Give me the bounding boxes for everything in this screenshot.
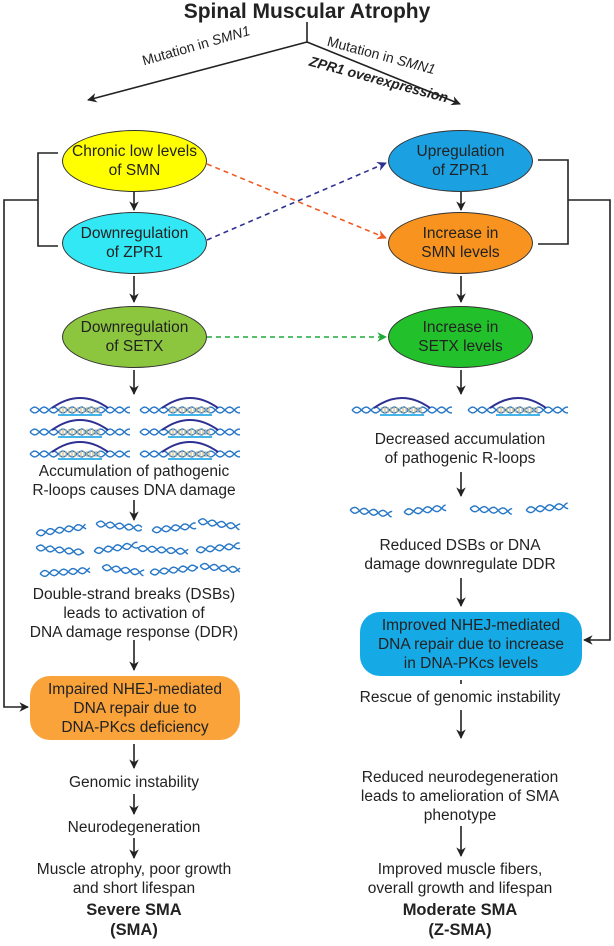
left-dna-fragment-icon-4 xyxy=(197,518,241,531)
left-rloop-caption: Accumulation of pathogenic R-loops cause… xyxy=(14,462,254,500)
right-neuro-line3: phenotype xyxy=(423,807,497,824)
right-neuro-line1: Reduced neurodegeneration xyxy=(361,769,559,786)
right-repair-box-line2: DNA repair due to increase xyxy=(377,635,565,653)
left-dsb-caption-line1: Double-strand breaks (DSBs) xyxy=(32,586,236,603)
left-r-loop-icon-2 xyxy=(139,397,241,416)
left-node-setx-down-line2: of SETX xyxy=(105,338,164,355)
split-right-arrow xyxy=(306,41,461,106)
right-neuro-line2: leads to amelioration of SMA xyxy=(360,788,560,805)
left-sma-label-line1: Severe SMA xyxy=(86,901,182,919)
left-feedback xyxy=(3,199,38,712)
right-r-loop-icon-1 xyxy=(351,397,453,416)
right-dsb-caption-line2: damage downregulate DDR xyxy=(364,556,556,573)
right-rloop-caption: Decreased accumulation of pathogenic R-l… xyxy=(340,430,580,468)
right-repair-box-line3: in DNA-PKcs levels xyxy=(403,654,539,672)
right-dna-fragment-icon-1 xyxy=(349,506,393,518)
left-dsb-caption: Double-strand breaks (DSBs) leads to act… xyxy=(14,585,254,642)
right-node-zpr1-up-line2: of ZPR1 xyxy=(432,162,489,179)
left-outcome-line2: and short lifespan xyxy=(72,880,196,897)
right-sma-label-line1: Moderate SMA xyxy=(402,901,518,919)
left-dna-fragment-icon-7 xyxy=(137,544,189,555)
left-repair-box-line2: DNA repair due to xyxy=(73,699,197,717)
right-dna-fragment-icon-2 xyxy=(403,504,447,516)
right-node-setx-up-line1: Increase in xyxy=(422,319,499,336)
left-node-low-smn-line2: of SMN xyxy=(108,162,161,179)
left-dna-fragment-icon-9 xyxy=(39,567,91,578)
left-dna-fragment-icon-12 xyxy=(199,562,241,573)
right-bracket xyxy=(538,159,569,245)
right-rescue: Rescue of genomic instability xyxy=(359,689,561,706)
right-rloop-caption-line1: Decreased accumulation xyxy=(374,431,546,448)
left-rloop-caption-line1: Accumulation of pathogenic xyxy=(38,463,230,480)
right-dna-fragment-icon-4 xyxy=(525,502,569,514)
right-r-loop-icon-2 xyxy=(467,397,569,416)
left-node-zpr1-down-line1: Downregulation xyxy=(80,225,189,242)
left-outcome-line1: Muscle atrophy, poor growth xyxy=(36,861,232,878)
right-node-zpr1-up: Upregulation of ZPR1 xyxy=(388,130,533,192)
left-node-setx-down: Downregulation of SETX xyxy=(62,306,207,368)
left-dna-fragment-icon-8 xyxy=(195,542,241,554)
dash-blue-arrow xyxy=(206,162,387,241)
left-dsb-caption-line3: DNA damage response (DDR) xyxy=(29,624,239,641)
left-neurodegeneration: Neurodegeneration xyxy=(67,819,201,836)
left-dna-fragment-icon-3 xyxy=(151,522,197,534)
left-instability: Genomic instability xyxy=(68,774,200,791)
left-repair-box-line1: Impaired NHEJ-mediated xyxy=(47,680,222,698)
right-sma-label: Moderate SMA (Z-SMA) xyxy=(340,900,580,940)
left-node-zpr1-down: Downregulation of ZPR1 xyxy=(62,212,207,274)
left-node-zpr1-down-line2: of ZPR1 xyxy=(106,244,163,261)
diagram-title: Spinal Muscular Atrophy xyxy=(183,0,431,23)
right-node-smn-up-line2: SMN levels xyxy=(421,244,500,261)
left-rloop-caption-line2: R-loops causes DNA damage xyxy=(32,482,236,499)
right-node-setx-up: Increase in SETX levels xyxy=(388,306,533,368)
right-neuro: Reduced neurodegeneration leads to ameli… xyxy=(340,768,580,825)
right-outcome-line1: Improved muscle fibers, xyxy=(377,861,543,878)
right-node-setx-up-line2: SETX levels xyxy=(418,338,503,355)
left-r-loop-icon-6 xyxy=(139,441,241,460)
left-node-low-smn: Chronic low levels of SMN xyxy=(62,130,207,192)
left-dna-fragment-icon-5 xyxy=(35,544,85,556)
left-bracket xyxy=(37,152,58,247)
left-node-low-smn-line1: Chronic low levels xyxy=(72,143,197,160)
right-rloop-caption-line2: of pathogenic R-loops xyxy=(384,450,536,467)
left-outcome: Muscle atrophy, poor growth and short li… xyxy=(14,860,254,898)
left-dna-fragment-icon-11 xyxy=(149,564,199,576)
left-dsb-caption-line2: leads to activation of xyxy=(63,605,205,622)
right-feedback xyxy=(568,199,611,645)
left-dna-fragment-icon-1 xyxy=(35,523,87,537)
right-dsb-caption: Reduced DSBs or DNA damage downregulate … xyxy=(340,536,580,574)
right-node-smn-up-line1: Increase in xyxy=(422,225,499,242)
split-left-arrow xyxy=(87,41,308,103)
right-sma-label-line2: (Z-SMA) xyxy=(428,921,492,939)
left-r-loop-icon-1 xyxy=(29,397,131,416)
right-outcome-line2: overall growth and lifespan xyxy=(367,880,553,897)
left-repair-box-line3: DNA-PKcs deficiency xyxy=(61,718,209,736)
right-dsb-caption-line1: Reduced DSBs or DNA xyxy=(379,537,541,554)
right-dna-fragment-icon-3 xyxy=(469,505,513,516)
left-dna-fragment-icon-6 xyxy=(93,541,139,555)
left-r-loop-icon-3 xyxy=(29,419,131,438)
left-node-setx-down-line1: Downregulation xyxy=(80,319,189,336)
left-sma-label-line2: (SMA) xyxy=(110,921,158,939)
left-sma-label: Severe SMA (SMA) xyxy=(14,900,254,940)
right-outcome: Improved muscle fibers, overall growth a… xyxy=(340,860,580,898)
right-repair-box-line1: Improved NHEJ-mediated xyxy=(381,616,561,634)
right-node-zpr1-up-line1: Upregulation xyxy=(416,143,505,160)
left-dna-fragment-icon-10 xyxy=(101,564,145,577)
left-r-loop-icon-5 xyxy=(29,441,131,460)
left-dna-fragment-icon-2 xyxy=(95,520,143,532)
right-node-smn-up: Increase in SMN levels xyxy=(388,212,533,274)
left-r-loop-icon-4 xyxy=(139,419,241,438)
